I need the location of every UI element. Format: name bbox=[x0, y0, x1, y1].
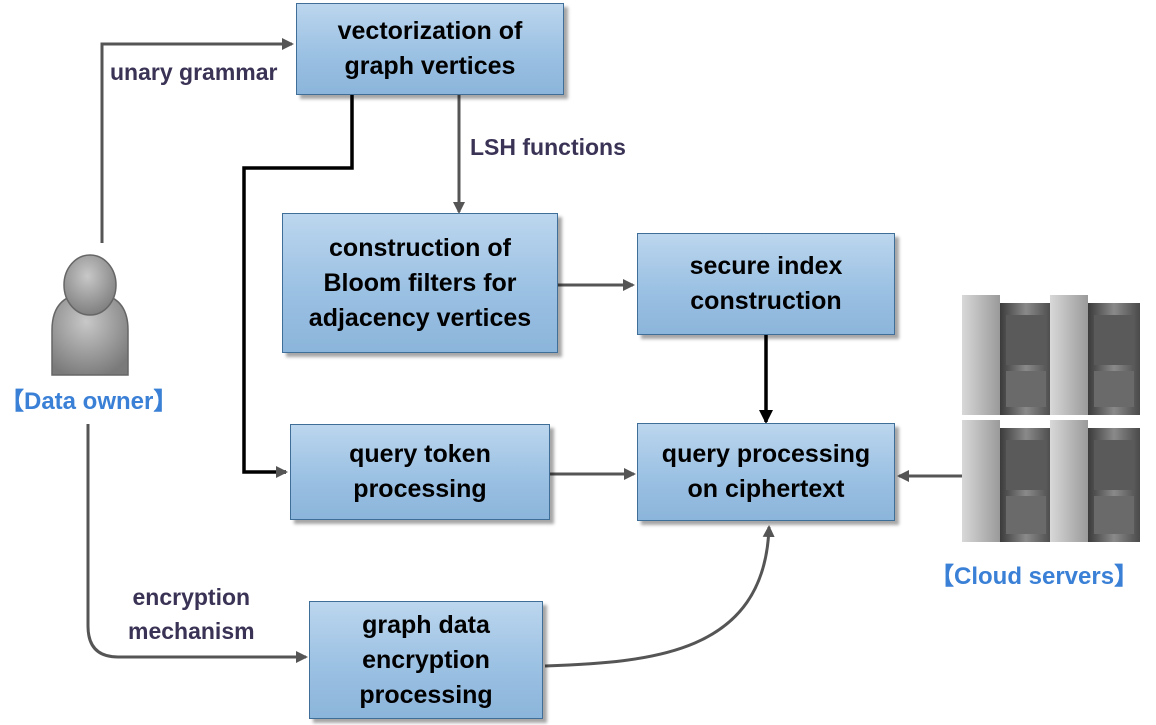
edge-encryption-to-query-processing bbox=[544, 525, 775, 668]
edge-label-unary-grammar: unary grammar bbox=[110, 59, 278, 85]
query-processing-box: query processing on ciphertext bbox=[637, 423, 895, 521]
edge-label-lsh-functions: LSH functions bbox=[470, 134, 626, 160]
data-owner-label: 【Data owner】 bbox=[0, 388, 178, 415]
edge-vectorization-to-query-token bbox=[242, 95, 354, 478]
bloom-filter-box: construction of Bloom filters for adjace… bbox=[282, 213, 558, 353]
query-token-box: query token processing bbox=[290, 424, 550, 520]
vectorization-box: vectorization of graph vertices bbox=[296, 3, 564, 95]
cloud-servers-label: 【Cloud servers】 bbox=[930, 563, 1139, 590]
encryption-box: graph data encryption processing bbox=[309, 601, 543, 719]
edge-label-encryption-mechanism: encryption mechanism bbox=[128, 584, 255, 644]
secure-index-box: secure index construction bbox=[637, 233, 895, 335]
server-rack-icon bbox=[962, 295, 1140, 542]
edge-owner-to-vectorization bbox=[100, 38, 294, 243]
user-icon bbox=[51, 254, 129, 376]
edge-owner-to-encryption bbox=[86, 424, 308, 663]
